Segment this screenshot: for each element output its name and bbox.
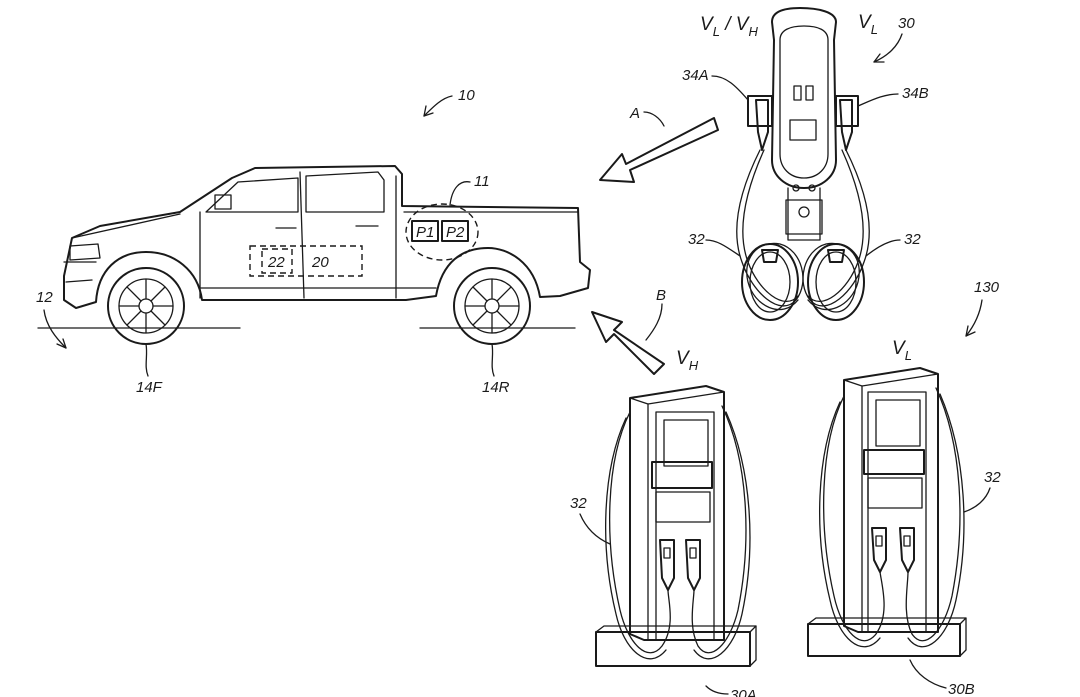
label-vh: VH (676, 348, 699, 373)
battery-module-outline (261, 248, 293, 274)
label-vl-vh: VL / VH (700, 14, 758, 39)
ref-32-bottom-left: 32 (570, 495, 587, 512)
battery-pack-outline (249, 245, 363, 277)
ref-130: 130 (974, 279, 1000, 296)
pickup-truck (37, 165, 591, 345)
ref-32-top-right-leader (865, 239, 901, 257)
ref-34a: 34A (682, 67, 709, 84)
ref-32-top-left-leader (705, 239, 741, 257)
ref-14f-leader (145, 343, 149, 377)
ref-14f: 14F (136, 379, 163, 396)
arrow-a (599, 117, 719, 183)
ref-34b: 34B (902, 85, 929, 102)
ref-30-leader (873, 33, 903, 63)
ref-14r-leader (491, 343, 495, 377)
ref-32-bottom-right: 32 (984, 469, 1001, 486)
ref-14r: 14R (482, 379, 510, 396)
ref-11: 11 (474, 173, 490, 190)
ref-32-top-left: 32 (688, 231, 705, 248)
ref-32-bottom-right-leader (963, 487, 991, 513)
ref-30b: 30B (948, 681, 975, 697)
charge-port-p1 (411, 220, 439, 242)
ref-11-leader (449, 181, 471, 206)
label-22: 22 (267, 254, 285, 271)
label-arrow-a: A (629, 105, 640, 122)
ref-32-bottom-left-leader (579, 513, 611, 545)
dual-voltage-charger (736, 7, 870, 321)
ref-30: 30 (898, 15, 915, 32)
ref-34a-leader (711, 75, 749, 101)
ref-12: 12 (36, 289, 53, 306)
label-p2: P2 (446, 224, 465, 241)
charge-port-p2 (441, 220, 469, 242)
ref-32-top-right: 32 (904, 231, 921, 248)
label-20: 20 (311, 254, 329, 271)
ref-10-leader (423, 95, 453, 117)
ref-30a-leader (705, 685, 729, 695)
arrow-b-leader (645, 303, 663, 341)
charge-port-region (405, 203, 479, 261)
label-vl-bottom: VL (892, 338, 912, 363)
ref-12-leader (43, 309, 67, 349)
ref-30a: 30A (730, 687, 757, 697)
ref-10: 10 (458, 87, 475, 104)
label-vl-top: VL (858, 12, 878, 37)
arrow-a-leader (643, 111, 665, 127)
arrow-b (591, 311, 665, 375)
ref-130-leader (965, 299, 983, 337)
ref-34b-leader (857, 93, 899, 107)
label-arrow-b: B (656, 287, 666, 304)
low-voltage-charger (807, 367, 967, 657)
label-p1: P1 (416, 224, 434, 241)
ref-30b-leader (909, 659, 947, 689)
high-voltage-charger (595, 385, 757, 667)
